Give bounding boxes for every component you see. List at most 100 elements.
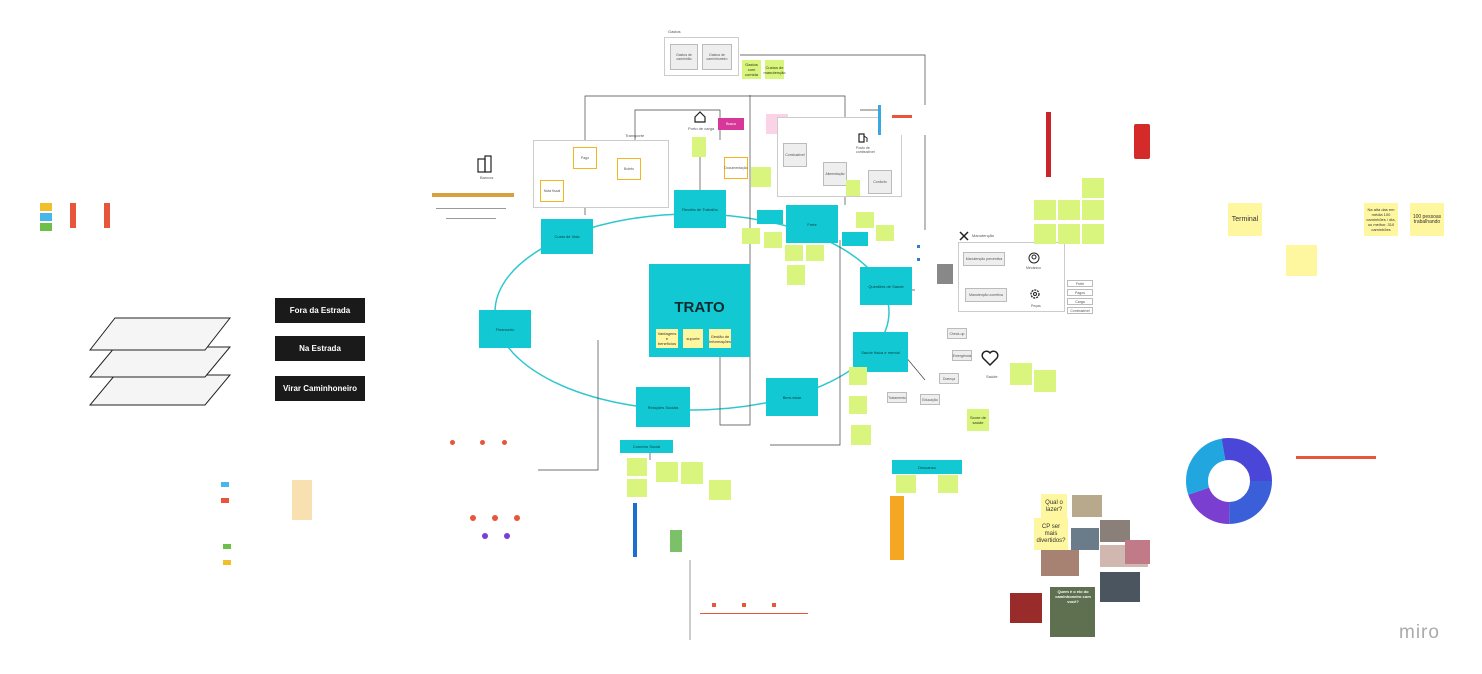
cyan-relacoes[interactable]: Relações Sociais bbox=[636, 387, 690, 427]
right-list-item-2[interactable]: Pagos bbox=[1067, 289, 1093, 296]
photo-4[interactable] bbox=[1041, 550, 1079, 576]
cyan-saude-fisica[interactable]: Saúde física e mental bbox=[853, 332, 908, 372]
cyan-bem-estar[interactable]: Bem-estar bbox=[766, 378, 818, 416]
sticky-f3[interactable] bbox=[785, 245, 803, 261]
sticky-qual-lazer[interactable]: Qual o lazer? bbox=[1041, 494, 1067, 520]
sticky-score-saude[interactable]: Score de saúde bbox=[967, 409, 989, 431]
thumbnail-small-top[interactable] bbox=[878, 105, 926, 135]
transport-box-nota[interactable]: Nota fiscal bbox=[540, 180, 564, 202]
health-educacao[interactable]: Educação bbox=[920, 394, 940, 405]
sticky-b5[interactable] bbox=[709, 480, 731, 500]
sticky-m7[interactable] bbox=[1058, 224, 1080, 244]
box-manut-preventiva[interactable]: Manutenção preventiva bbox=[963, 252, 1005, 266]
thumbnail-infographic-1[interactable] bbox=[430, 425, 538, 485]
box-alimentacao[interactable]: Alimentação bbox=[823, 162, 847, 186]
sticky-100-pessoas[interactable]: 100 pessoas trabalhando bbox=[1410, 203, 1444, 236]
photo-2[interactable] bbox=[1100, 520, 1130, 542]
health-checkup[interactable]: Check-up bbox=[947, 328, 967, 339]
right-list-item-1[interactable]: Frete bbox=[1067, 280, 1093, 287]
thumbnail-process[interactable] bbox=[216, 470, 312, 528]
gastos-caminhao-box[interactable]: Gastos de caminhão bbox=[670, 44, 698, 70]
thumbnail-right-text[interactable] bbox=[1278, 438, 1378, 498]
cyan-financeiro[interactable]: Financeiro bbox=[479, 310, 531, 348]
sticky-h5[interactable] bbox=[851, 425, 871, 445]
sticky-h2[interactable] bbox=[1034, 370, 1056, 392]
sticky-b3[interactable] bbox=[656, 462, 678, 482]
layer-virar-caminhoneiro[interactable]: Virar Caminhoneiro bbox=[275, 376, 365, 401]
thumbnail-timeline[interactable] bbox=[700, 595, 808, 657]
sticky-gestao[interactable]: Gestão de Informações bbox=[709, 329, 731, 348]
sticky-caminhoes-dia[interactable]: Na alta das em média 100 caminhões / dia… bbox=[1364, 203, 1398, 236]
sticky-m3[interactable] bbox=[1058, 200, 1080, 220]
thumbnail-screens[interactable] bbox=[630, 500, 710, 560]
thumbnail-strategy[interactable] bbox=[218, 530, 314, 582]
health-emergencia[interactable]: Emergência bbox=[952, 350, 972, 361]
photo-8[interactable] bbox=[1100, 572, 1140, 602]
sticky-suporte[interactable]: suporte bbox=[683, 329, 703, 348]
thumbnail-flow-left[interactable] bbox=[416, 193, 516, 248]
sticky-gastos-comida[interactable]: Gastos com comida bbox=[742, 60, 761, 79]
health-doenca[interactable]: Doença bbox=[939, 373, 959, 384]
sticky-h4[interactable] bbox=[849, 396, 867, 414]
thumbnail-orange-doc[interactable] bbox=[890, 496, 1000, 560]
right-list-item-4[interactable]: Combustível bbox=[1067, 307, 1093, 314]
sticky-warehouse[interactable] bbox=[692, 137, 706, 157]
cyan-receita[interactable]: Receita de Trabalho bbox=[674, 190, 726, 228]
cyan-convivio[interactable]: Convívio Social bbox=[620, 440, 673, 453]
layer-na-estrada[interactable]: Na Estrada bbox=[275, 336, 365, 361]
sticky-f7[interactable] bbox=[876, 225, 894, 241]
cyan-descanso[interactable]: Descanso bbox=[892, 460, 962, 474]
sticky-vantagens[interactable]: Vantagens e benefícios bbox=[656, 329, 678, 348]
box-manut-corretiva[interactable]: Manutenção corretiva bbox=[965, 288, 1007, 302]
sticky-m2[interactable] bbox=[1034, 224, 1056, 244]
sticky-b1[interactable] bbox=[627, 458, 647, 476]
layer-fora-estrada[interactable]: Fora da Estrada bbox=[275, 298, 365, 323]
health-tratamento[interactable]: Tratamento bbox=[887, 392, 907, 403]
transport-box-pago[interactable]: Pago bbox=[573, 147, 597, 169]
cyan-frete[interactable]: Frete bbox=[786, 205, 838, 243]
sticky-f6[interactable] bbox=[856, 212, 874, 228]
thumbnail-chart-left[interactable] bbox=[38, 193, 133, 245]
sticky-f4[interactable] bbox=[806, 245, 824, 261]
right-list-item-3[interactable]: Carga bbox=[1067, 298, 1093, 305]
sticky-b4[interactable] bbox=[681, 462, 703, 484]
gastos-label: Gastos bbox=[668, 29, 681, 34]
cyan-small-1[interactable] bbox=[757, 210, 783, 224]
sticky-h1[interactable] bbox=[1010, 363, 1032, 385]
sticky-f5[interactable] bbox=[787, 265, 805, 285]
cyan-custo-vida[interactable]: Custo de Vida bbox=[541, 219, 593, 254]
gas-pump-icon bbox=[858, 133, 868, 143]
thumbnail-red-doc[interactable] bbox=[1046, 112, 1156, 177]
transport-box-documentacao[interactable]: Documentação bbox=[724, 157, 748, 179]
sticky-f2[interactable] bbox=[764, 232, 782, 248]
cyan-questoes-saude[interactable]: Questões de Saúde bbox=[860, 267, 912, 305]
busca-badge[interactable]: Busca bbox=[718, 118, 744, 130]
sticky-posto-2[interactable] bbox=[846, 180, 860, 196]
thumbnail-phone-list[interactable] bbox=[915, 240, 957, 295]
box-conforto[interactable]: Conforto bbox=[868, 170, 892, 194]
photo-9[interactable] bbox=[1125, 540, 1150, 564]
sticky-h3[interactable] bbox=[849, 367, 867, 385]
photo-3[interactable] bbox=[1071, 528, 1099, 550]
bancos-label: Bancos bbox=[480, 175, 493, 180]
transport-box-boleto[interactable]: Boleto bbox=[617, 158, 641, 180]
sticky-mais-divertidos[interactable]: CP ser mais divertidos? bbox=[1034, 518, 1068, 550]
box-combustivel[interactable]: Combustível bbox=[783, 143, 807, 167]
photo-6[interactable] bbox=[1010, 593, 1042, 623]
sticky-terminal-note[interactable] bbox=[1286, 245, 1317, 276]
sticky-m6[interactable] bbox=[1082, 224, 1104, 244]
sticky-d2[interactable] bbox=[938, 475, 958, 493]
sticky-m4[interactable] bbox=[1082, 178, 1104, 198]
cyan-small-2[interactable] bbox=[842, 232, 868, 246]
thumbnail-infographic-2[interactable] bbox=[430, 495, 538, 550]
sticky-posto-1[interactable] bbox=[751, 167, 771, 187]
sticky-b2[interactable] bbox=[627, 479, 647, 497]
gastos-caminhoneiro-box[interactable]: Gastos de caminhoneiro bbox=[702, 44, 732, 70]
sticky-custos-manutencao[interactable]: Custos de manutenção bbox=[765, 60, 784, 79]
sticky-m1[interactable] bbox=[1034, 200, 1056, 220]
photo-1[interactable] bbox=[1072, 495, 1102, 517]
sticky-m5[interactable] bbox=[1082, 200, 1104, 220]
sticky-f1[interactable] bbox=[742, 228, 760, 244]
sticky-d1[interactable] bbox=[896, 475, 916, 493]
sticky-terminal[interactable]: Terminal bbox=[1228, 203, 1262, 236]
